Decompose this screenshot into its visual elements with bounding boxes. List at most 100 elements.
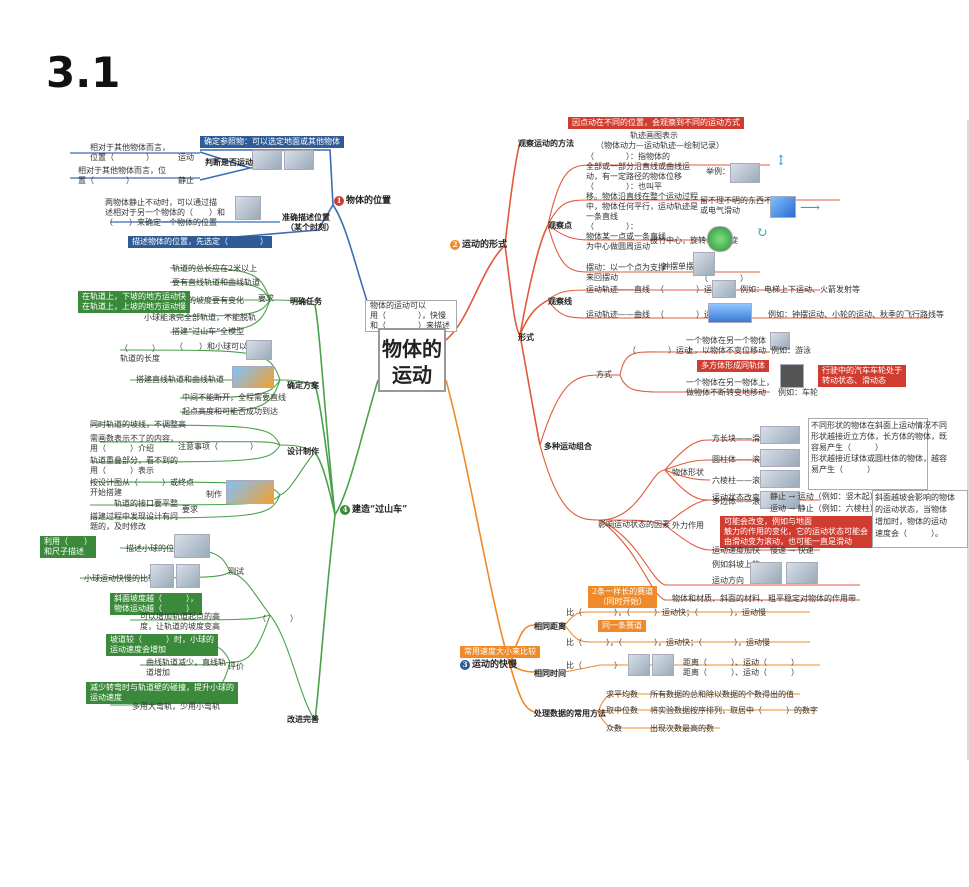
pulley-photo [730, 163, 760, 183]
mode-d: 一个物体在另一物体上， [686, 378, 774, 387]
elevator-photo [712, 280, 736, 298]
shape-note4: 形状越接近球体或圆柱体的物体，越容 [811, 454, 947, 463]
observe-a: 轨迹画图表示 [630, 131, 678, 140]
slope-fast-green-a: 坡道较（ ）时，小球的 [110, 635, 214, 644]
rotate-icon: ↻ [756, 225, 768, 241]
topic-coaster-number: 4 [340, 505, 350, 515]
rotate-label: 运动方向 [712, 576, 744, 585]
reference-box: 确定参照物：可以选定地面或其他物体 [200, 136, 344, 148]
swim-photo [770, 332, 790, 350]
topic-motion-form-number: 2 [450, 240, 460, 250]
material-text: 物体和材质、斜面的材料、粗平稳定对物体的作用带 [672, 594, 856, 603]
shapes-label: 物体形状 [672, 468, 704, 477]
object-photo [235, 196, 261, 220]
rel1-text: 相对于其他物体而言， [90, 143, 170, 152]
r2: 要有直线轨道和曲线轨道 [172, 278, 260, 287]
pl4: 搭建直线轨道和曲线轨道 [136, 375, 224, 384]
track-model-photo [232, 366, 274, 388]
observe-point-label: 观察点 [548, 220, 572, 230]
track-orange-a: 2条一样长的赛道 [592, 587, 654, 596]
scene-photo-1 [252, 150, 282, 170]
d11: 题的，及时修改 [90, 522, 146, 531]
desc1-text: 两物体静止不动时，可以通过描 [105, 198, 217, 207]
d4: 轨道重叠部分，看不到的 [90, 456, 178, 465]
speed-photo-1 [150, 564, 174, 588]
runner-photo-2 [652, 654, 674, 676]
coaster-photo [226, 480, 274, 504]
d3: 用（ ）介绍 [90, 444, 154, 453]
describe-position-box: 描述物体的位置，先选定（ ） [128, 236, 272, 248]
p2e: 留不理不明的东西不平内移 [700, 196, 796, 205]
avg-label: 求平均数 [606, 690, 638, 699]
speed-up-label: 运动速度加快 [712, 546, 760, 555]
shape4: 多边体——滚动 [712, 497, 768, 506]
p3c: 为中心做圆周运动 [586, 242, 650, 251]
wheel-red-a: 行驶中的汽车车轮处于 [822, 366, 902, 375]
d8: 开始搭建 [90, 488, 122, 497]
center-line2: 运动 [392, 363, 432, 387]
tr1: 描述小球的位置 [126, 544, 182, 553]
center-note-line3: 和（ ）来描述 [370, 321, 450, 330]
topic-motion-form-label: 运动的形式 [462, 240, 508, 250]
mode-blank: （ ）运动 [628, 346, 692, 355]
test-label: 测试 [228, 567, 244, 576]
incline-green-a: 斜面坡度越（ ）， [114, 594, 198, 603]
line2: 运动轨迹——曲线 [586, 310, 650, 319]
plan-label: 确定方案 [287, 380, 319, 390]
shape3-photo [760, 470, 800, 488]
d1: 同时轨道的坡线，不调整高 [90, 420, 186, 429]
state-label: 运动状态改变 [712, 493, 760, 502]
slope-green-b: 在轨道上，上坡的地方运动慢 [82, 302, 186, 311]
p4c: 钟摆单摆 [662, 262, 694, 271]
time1: 比（ ） [566, 661, 622, 670]
shape-note-frame [808, 418, 928, 490]
desc3-text: （ ）来确定一个物体的位置 [105, 218, 217, 227]
observe-line-label: 观察线 [548, 296, 572, 306]
req2-label: 要求 [182, 505, 198, 514]
topic-coaster-label: 建造“过山车” [352, 505, 408, 515]
make-label: 制作 [206, 490, 222, 499]
pl2: （ ） [120, 344, 160, 353]
pl5: 中间不能断开，全程需要直线 [182, 393, 286, 402]
page-title: 3.1 [46, 48, 121, 97]
p4d: （ ） [700, 274, 748, 283]
mid-text: 将实验数据按序排列，取居中（ ）的数字 [650, 706, 818, 715]
accurate-label: 准确描述位置 [282, 212, 330, 222]
force-red-box: 可能会改变，例如与地面触力的作用的变化，它的运动状态可能会由滑动变为滚动，也可能… [720, 516, 872, 548]
p1a: （ ）：指物体的 [586, 152, 670, 161]
topic-speed-number: 3 [460, 660, 470, 670]
judge-label: 判断是否运动 [205, 157, 253, 167]
scene-photo-2 [284, 150, 314, 170]
ball-position-photo [174, 534, 210, 558]
state-s2: 运动 → 静止（例如：六棱柱） [770, 504, 878, 513]
p4b: 来回摆动 [586, 273, 618, 282]
tr5: 多用大弯轨，少用小弯轨 [132, 702, 220, 711]
d10: 搭建过程中发现设计有问 [90, 512, 178, 521]
turn-green-box: 减少转弯时与轨道壁的碰撞，提升小球的运动速度 [86, 682, 238, 704]
mode-c: 例如：游泳 [771, 346, 811, 355]
line2c: 例如：钟摆运动、小轮的运动、秋季的飞行路线等 [768, 310, 944, 319]
d6: 注意事项（ ） [178, 442, 258, 451]
desc2-text: 述相对于另一个物体的（ ）和 [105, 208, 225, 217]
clear-task: 明确任务 [290, 296, 322, 306]
incline-green-b: 物体运动越（ ） [114, 604, 194, 613]
blank-label: （ ） [258, 614, 298, 623]
mode-e: 做物体不断转变地移动 [686, 388, 766, 397]
rel2c-text: 静止 [178, 176, 194, 185]
force-red-a: 可能会改变，例如与地面 [724, 517, 812, 526]
pl3: 轨道的长度 [120, 354, 160, 363]
speed-orange-box: 常用速度大小来比较 [460, 646, 540, 658]
observe-b: （物体动力—运动轨迹—绘制记录） [596, 141, 724, 150]
rel2-text: 相对于其他物体而言，位 [78, 166, 166, 175]
improve-label: 改进完善 [287, 714, 319, 724]
p1d: 举例：滑轮 [706, 167, 746, 176]
line1: 运动轨迹——直线 [586, 285, 650, 294]
center-note-line1: 物体的运动可以 [370, 301, 426, 310]
runner-photo-1 [628, 654, 650, 676]
wheel-red-box: 行驶中的汽车车轮处于转动状态、滑动态 [818, 365, 906, 387]
r1: 轨道的总长应在2米以上 [172, 264, 258, 273]
